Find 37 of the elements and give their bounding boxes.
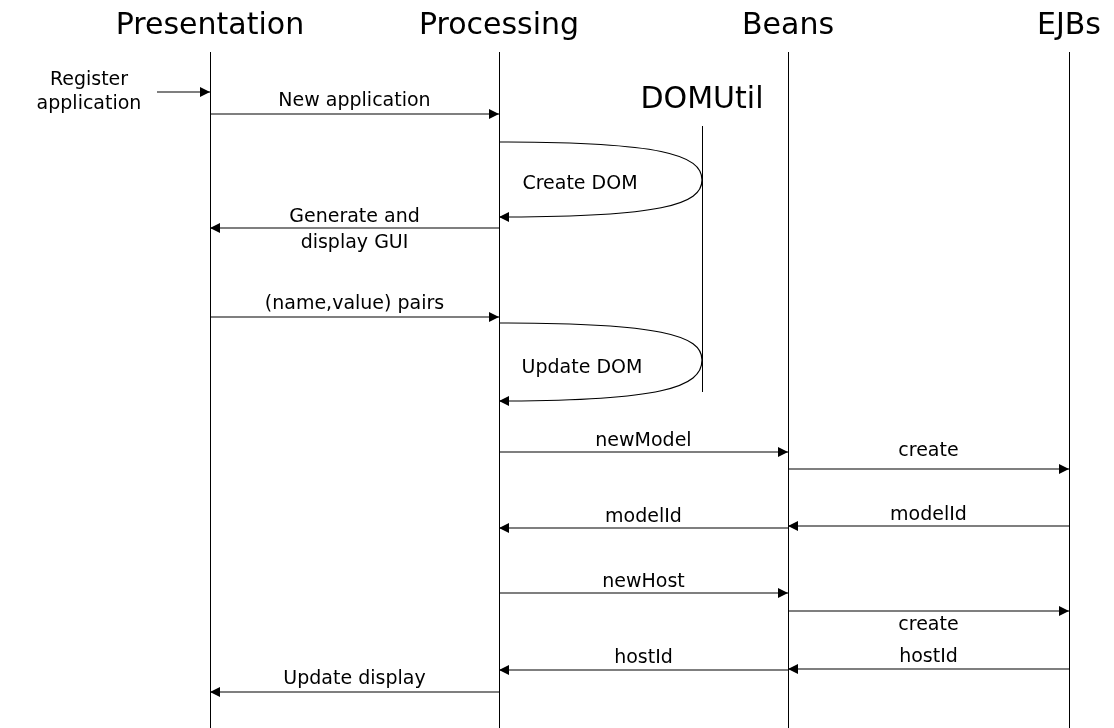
message-label: hostId — [614, 644, 673, 669]
message-label: Generate and display GUI — [288, 203, 421, 254]
message-arrow — [209, 223, 500, 233]
message-arrow — [498, 359, 703, 406]
lifeline-title: Presentation — [115, 5, 305, 43]
actor-label: Register application — [35, 66, 143, 114]
message-label: Create DOM — [522, 170, 638, 195]
message-label: hostId — [899, 643, 958, 668]
message-label: (name,value) pairs — [264, 290, 445, 315]
message-arrow — [209, 109, 500, 119]
message-arrow — [787, 606, 1070, 616]
connector-line — [498, 141, 703, 181]
message-label: create — [898, 611, 959, 636]
message-label: Update DOM — [521, 354, 643, 379]
lifeline-title: Beans — [741, 5, 835, 43]
message-arrow — [787, 521, 1070, 531]
message-arrow — [209, 312, 500, 322]
message-arrow — [787, 464, 1070, 474]
message-label: Update display — [283, 665, 426, 690]
message-arrow — [498, 523, 789, 533]
message-label: newModel — [595, 427, 692, 452]
message-arrow — [498, 588, 789, 598]
message-arrow — [498, 179, 703, 222]
lifeline-title: EJBs — [1037, 5, 1101, 43]
message-label: modelId — [890, 501, 967, 526]
message-label: newHost — [602, 568, 685, 593]
message-arrow — [498, 447, 789, 457]
message-label: create — [898, 437, 959, 462]
message-arrow — [498, 665, 789, 675]
message-label: New application — [278, 87, 431, 112]
message-label: modelId — [605, 503, 682, 528]
connector-line — [498, 322, 703, 361]
lifeline-title: DOMUtil — [640, 79, 764, 117]
lifeline-title: Processing — [418, 5, 580, 43]
message-arrow — [156, 87, 211, 97]
message-arrow — [787, 664, 1070, 674]
message-arrow — [209, 687, 500, 697]
